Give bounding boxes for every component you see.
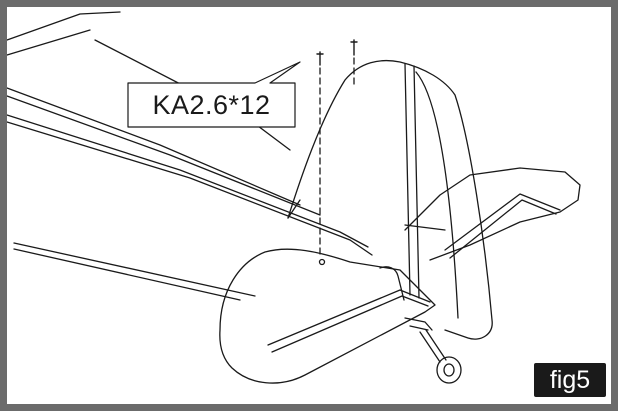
screw-guide-lines [319,57,355,256]
screw-spec-label: KA2.6*12 [152,89,271,120]
left-stabilizer [219,248,436,384]
figure-number-badge: fig5 [534,363,606,397]
fuselage-lines [6,11,373,301]
callout-box [127,61,301,128]
tail-wheel [404,317,462,384]
right-stabilizer [404,167,581,261]
screws [316,39,358,66]
vertical-fin [287,59,493,340]
